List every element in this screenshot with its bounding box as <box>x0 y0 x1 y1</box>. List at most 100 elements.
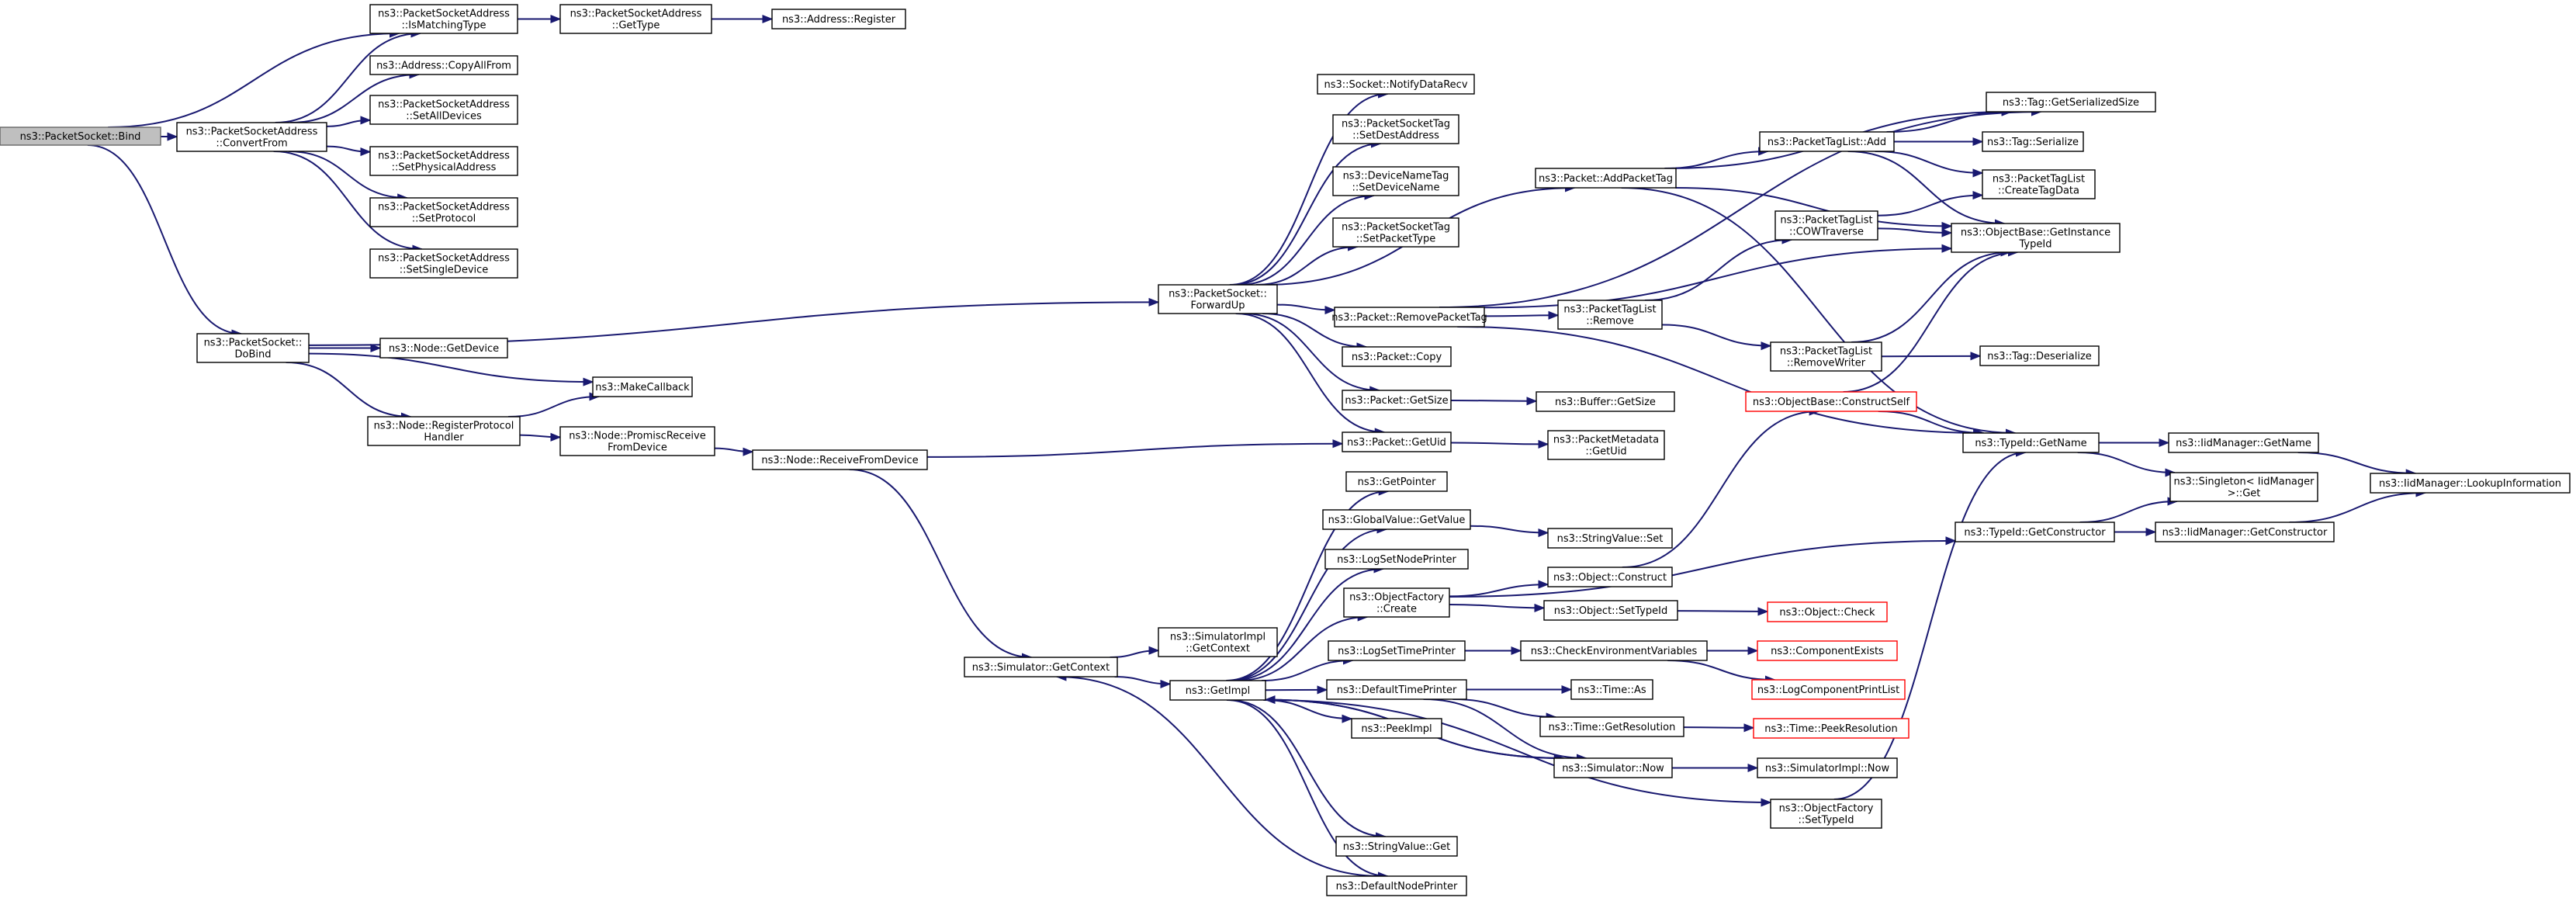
node-ofsettid[interactable]: ns3::ObjectFactory::SetTypeId <box>1770 799 1882 829</box>
node-label: Handler <box>424 432 464 444</box>
node-label: ns3::PacketSocketAddress <box>378 253 510 265</box>
edge-convert-to-setphys <box>326 145 372 157</box>
node-gettype[interactable]: ns3::PacketSocketAddress::GetType <box>559 4 712 34</box>
node-recv[interactable]: ns3::Node::ReceiveFromDevice <box>752 449 928 470</box>
node-removewriter[interactable]: ns3::PacketTagList::RemoveWriter <box>1770 341 1882 372</box>
node-typename[interactable]: ns3::TypeId::GetName <box>1962 432 2100 453</box>
node-tagdeser[interactable]: ns3::Tag::Deserialize <box>1979 345 2100 366</box>
node-copyall[interactable]: ns3::Address::CopyAllFrom <box>369 55 518 75</box>
node-label: ns3::ObjectBase::ConstructSelf <box>1753 397 1910 408</box>
node-convert[interactable]: ns3::PacketSocketAddress::ConvertFrom <box>176 122 327 152</box>
node-getdevice[interactable]: ns3::Node::GetDevice <box>379 338 508 359</box>
node-makecb[interactable]: ns3::MakeCallback <box>592 376 693 397</box>
node-setsingle[interactable]: ns3::PacketSocketAddress::SetSingleDevic… <box>369 248 518 279</box>
node-getctx[interactable]: ns3::Simulator::GetContext <box>964 657 1118 677</box>
node-bind[interactable]: ns3::PacketSocket::Bind <box>0 126 161 146</box>
node-box <box>2155 522 2335 542</box>
node-metauid[interactable]: ns3::PacketMetadata::GetUid <box>1547 430 1665 460</box>
node-box <box>1767 601 1888 622</box>
node-label: FromDevice <box>608 442 667 454</box>
node-box <box>1342 431 1452 452</box>
node-ismatch[interactable]: ns3::PacketSocketAddress::IsMatchingType <box>369 4 518 34</box>
edge-getimpl-to-ofcreate <box>1237 612 1369 681</box>
node-cowtrav[interactable]: ns3::PacketTagList::COWTraverse <box>1774 210 1878 241</box>
node-label: ns3::GetImpl <box>1186 685 1251 697</box>
node-getimpl[interactable]: ns3::GetImpl <box>1169 680 1266 701</box>
node-box <box>1324 549 1469 570</box>
node-getuid[interactable]: ns3::Packet::GetUid <box>1342 431 1452 452</box>
node-label: ns3::Socket::NotifyDataRecv <box>1324 79 1467 91</box>
node-singleton[interactable]: ns3::Singleton< IidManager>::Get <box>2169 472 2318 502</box>
edge-addtag-to-getinst <box>1675 187 1953 231</box>
node-iidctor[interactable]: ns3::IidManager::GetConstructor <box>2155 522 2335 542</box>
node-gvget[interactable]: ns3::GlobalValue::GetValue <box>1322 509 1471 530</box>
node-box <box>592 376 693 397</box>
node-ptladd[interactable]: ns3::PacketTagList::Add <box>1759 131 1895 152</box>
node-iidname[interactable]: ns3::IidManager::GetName <box>2168 432 2319 453</box>
node-peekres[interactable]: ns3::Time::PeekResolution <box>1753 718 1909 739</box>
node-box <box>1328 640 1466 661</box>
node-deftime[interactable]: ns3::DefaultTimePrinter <box>1326 679 1467 700</box>
node-logtime[interactable]: ns3::LogSetTimePrinter <box>1328 640 1466 661</box>
node-check[interactable]: ns3::Object::Check <box>1767 601 1888 622</box>
node-setdevname[interactable]: ns3::DeviceNameTag::SetDeviceName <box>1332 166 1459 196</box>
node-svget[interactable]: ns3::StringValue::Get <box>1335 836 1458 857</box>
node-getsize[interactable]: ns3::Packet::GetSize <box>1342 390 1452 411</box>
edge-ofcreate-to-typector <box>1449 536 1957 598</box>
node-logcomplist[interactable]: ns3::LogComponentPrintList <box>1751 679 1906 700</box>
node-dobind[interactable]: ns3::PacketSocket::DoBind <box>196 333 310 363</box>
node-register[interactable]: ns3::Address::Register <box>771 9 906 29</box>
node-addtag[interactable]: ns3::Packet::AddPacketTag <box>1535 168 1677 189</box>
node-box <box>1553 757 1673 778</box>
node-box <box>369 55 518 75</box>
node-constructself[interactable]: ns3::ObjectBase::ConstructSelf <box>1745 391 1917 412</box>
node-typector[interactable]: ns3::TypeId::GetConstructor <box>1955 522 2115 542</box>
node-setalldev[interactable]: ns3::PacketSocketAddress::SetAllDevices <box>369 95 518 125</box>
node-label: ns3::DefaultTimePrinter <box>1337 684 1457 696</box>
node-tagserialize[interactable]: ns3::Tag::Serialize <box>1982 131 2084 152</box>
node-notify[interactable]: ns3::Socket::NotifyDataRecv <box>1317 74 1475 95</box>
node-svset[interactable]: ns3::StringValue::Set <box>1547 528 1673 549</box>
edge-checkenv-to-logcomplist <box>1667 660 1776 684</box>
node-box <box>176 122 327 152</box>
node-label: ns3::PacketSocket::Bind <box>20 131 141 143</box>
node-box <box>752 449 928 470</box>
node-box <box>1979 345 2100 366</box>
node-ptlremove[interactable]: ns3::PacketTagList::Remove <box>1557 300 1663 330</box>
node-copy[interactable]: ns3::Packet::Copy <box>1342 346 1452 367</box>
node-peekimpl[interactable]: ns3::PeekImpl <box>1351 718 1442 739</box>
node-setproto[interactable]: ns3::PacketSocketAddress::SetProtocol <box>369 197 518 227</box>
node-removetag[interactable]: ns3::Packet::RemovePacketTag <box>1331 307 1487 327</box>
node-timeas[interactable]: ns3::Time::As <box>1570 679 1653 700</box>
node-implnow[interactable]: ns3::SimulatorImpl::Now <box>1757 757 1898 778</box>
node-tagserial[interactable]: ns3::Tag::GetSerializedSize <box>1986 92 2156 113</box>
node-lookup[interactable]: ns3::IidManager::LookupInformation <box>2370 473 2571 494</box>
edge-fwdup-to-copy <box>1262 313 1368 352</box>
node-buffsize[interactable]: ns3::Buffer::GetSize <box>1536 391 1675 412</box>
node-createtag[interactable]: ns3::PacketTagList::CreateTagData <box>1982 169 2096 199</box>
edge-ptladd-to-tagserial <box>1886 107 2013 133</box>
edge-ptlremove-to-removewriter <box>1661 324 1772 351</box>
node-box <box>369 95 518 125</box>
node-fwdup[interactable]: ns3::PacketSocket::ForwardUp <box>1158 284 1278 314</box>
node-box <box>1745 391 1917 412</box>
node-defnode[interactable]: ns3::DefaultNodePrinter <box>1326 875 1467 896</box>
node-label: ns3::PacketSocketTag <box>1342 222 1450 234</box>
node-implctx[interactable]: ns3::SimulatorImpl::GetContext <box>1158 627 1278 657</box>
node-label: ns3::ObjectBase::GetInstance <box>1961 227 2110 239</box>
node-simnow[interactable]: ns3::Simulator::Now <box>1553 757 1673 778</box>
node-setphys[interactable]: ns3::PacketSocketAddress::SetPhysicalAdd… <box>369 146 518 176</box>
node-ofcreate[interactable]: ns3::ObjectFactory::Create <box>1343 587 1450 618</box>
node-settypeid[interactable]: ns3::Object::SetTypeId <box>1543 600 1678 621</box>
node-lognode[interactable]: ns3::LogSetNodePrinter <box>1324 549 1469 570</box>
node-setdest[interactable]: ns3::PacketSocketTag::SetDestAddress <box>1332 114 1459 144</box>
node-checkenv[interactable]: ns3::CheckEnvironmentVariables <box>1520 640 1708 661</box>
node-getpointer[interactable]: ns3::GetPointer <box>1345 471 1448 492</box>
node-construct[interactable]: ns3::Object::Construct <box>1547 567 1673 587</box>
node-getres[interactable]: ns3::Time::GetResolution <box>1539 716 1684 737</box>
node-compexists[interactable]: ns3::ComponentExists <box>1757 640 1898 661</box>
node-setpkttype[interactable]: ns3::PacketSocketTag::SetPacketType <box>1332 217 1459 248</box>
